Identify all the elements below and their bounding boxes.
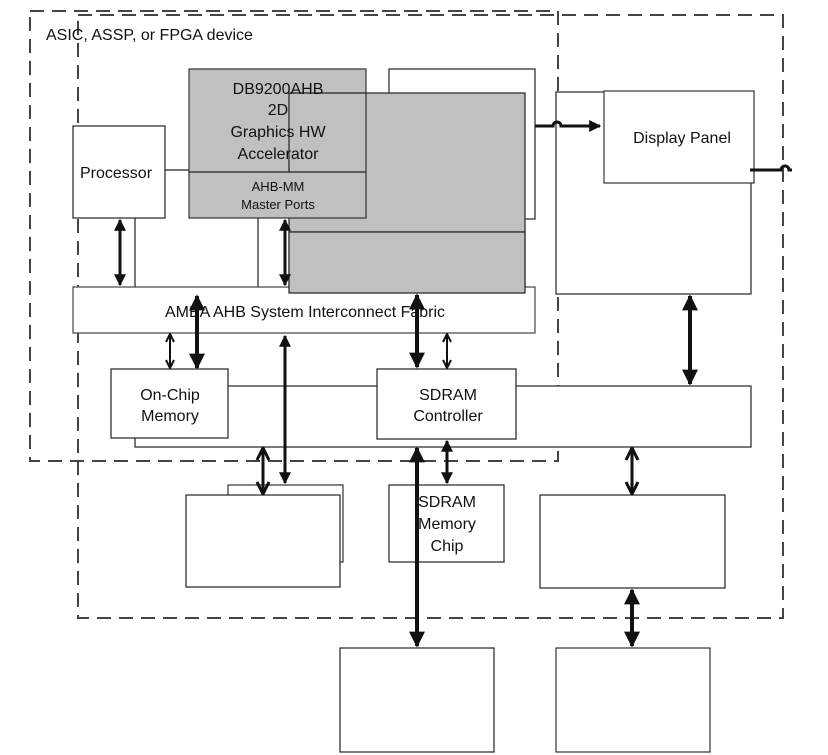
master-ports-label-1: AHB-MM xyxy=(252,179,305,194)
sdram-controller-label-1: SDRAM xyxy=(419,387,477,404)
graphics-accelerator xyxy=(188,68,367,219)
sdram-controller-box[interactable] xyxy=(376,368,517,440)
sdram-chip-label-2: Memory xyxy=(418,516,476,533)
on-chip-memory-label-2: Memory xyxy=(141,408,199,425)
accelerator-title-3: Graphics HW xyxy=(230,124,326,141)
master-ports-label-2: Master Ports xyxy=(241,197,315,212)
device-label: ASIC, ASSP, or FPGA device xyxy=(46,27,253,44)
amba-bus-label: AMBA AHB System Interconnect Fabric xyxy=(165,304,445,321)
sdram-chip-box[interactable] xyxy=(388,484,505,563)
display-panel-box[interactable] xyxy=(603,90,755,184)
amba-bus-box[interactable] xyxy=(72,286,536,334)
peripheral-box-right[interactable] xyxy=(539,494,726,589)
sdram-chip-label-1: SDRAM xyxy=(418,494,476,511)
on-chip-memory-box[interactable] xyxy=(110,368,229,439)
accelerator-title-1: DB9200AHB xyxy=(233,81,324,98)
external-box-right[interactable] xyxy=(555,647,711,753)
processor-box[interactable] xyxy=(72,125,166,219)
display-panel-label: Display Panel xyxy=(633,130,731,147)
sdram-controller-label-2: Controller xyxy=(413,408,483,425)
accelerator-title-4: Accelerator xyxy=(238,146,320,163)
accelerator-title-2: 2D xyxy=(268,102,288,119)
accelerator-back-top xyxy=(288,231,526,294)
sdram-chip-label-3: Chip xyxy=(431,538,464,555)
external-box-left[interactable] xyxy=(339,647,495,753)
display-out-line xyxy=(750,164,792,172)
processor-label: Processor xyxy=(80,165,153,182)
on-chip-memory-label-1: On-Chip xyxy=(140,387,200,404)
peripheral-box-left[interactable] xyxy=(185,494,341,588)
arrow-accel-display xyxy=(535,120,602,132)
